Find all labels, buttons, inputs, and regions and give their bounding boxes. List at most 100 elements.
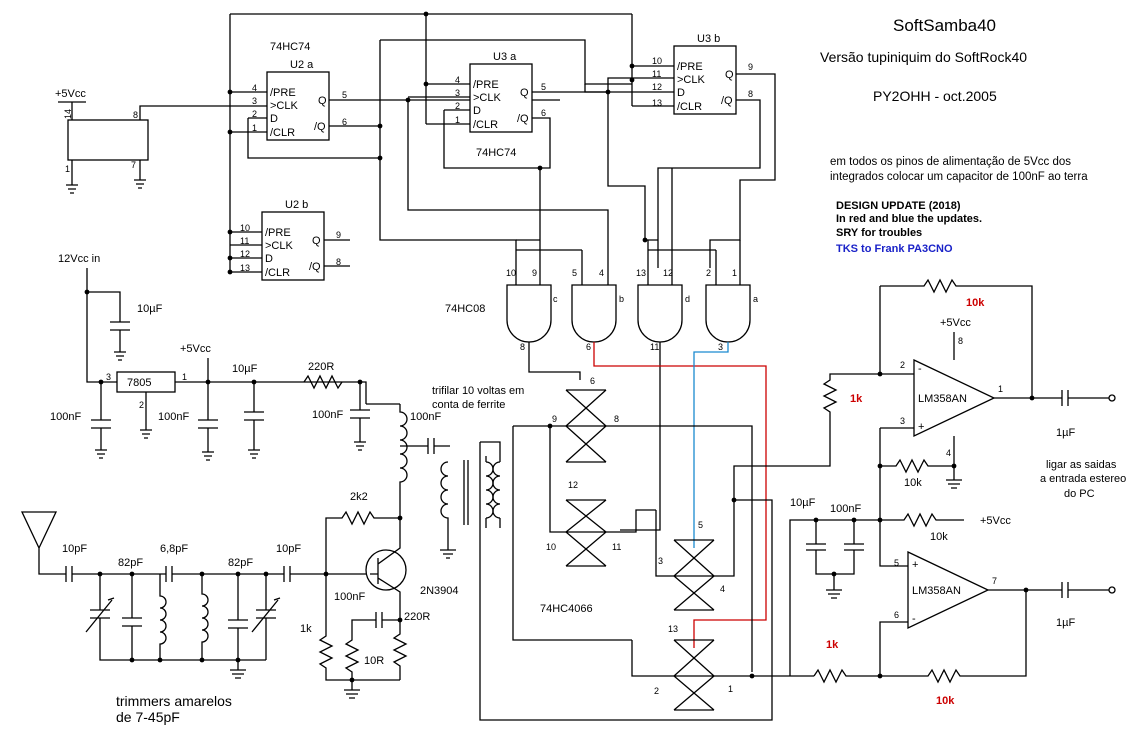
update-blue-wire <box>693 342 729 548</box>
label-ff-pins-q: Q <box>312 235 321 247</box>
design-update-line-2: In red and blue the updates. <box>836 213 982 225</box>
label-labels-r-1k-top: 1k <box>850 393 863 405</box>
label-labels-c-10uf-bias: 10µF <box>790 497 816 509</box>
label-pin-numbers-gb-6: 6 <box>586 342 591 352</box>
label-chips-u3a: U3 a <box>493 51 517 63</box>
trimmers-note-line-1: trimmers amarelos <box>116 693 232 709</box>
label-labels-r-2k2: 2k2 <box>350 491 368 503</box>
label-pin-numbers-op2-6: 6 <box>894 610 899 620</box>
label-pin-numbers-u3a-5: 5 <box>541 82 546 92</box>
label-labels-r-10k-bias: 10k <box>930 531 948 543</box>
label-labels-c-100nf-e: 100nF <box>334 591 365 603</box>
label-chips-opamp-bottom: LM358AN <box>912 585 961 597</box>
label-pin-numbers-op2-7: 7 <box>992 576 997 586</box>
label-ff-pins-d: D <box>270 113 278 125</box>
label-ff-pins-clk: >CLK <box>473 92 501 104</box>
label-pin-numbers-reg-2: 2 <box>139 400 144 410</box>
label-pin-numbers-u3a-1: 1 <box>455 115 460 125</box>
label-labels-r-220r-e: 220R <box>404 611 430 623</box>
label-ff-pins-d: D <box>473 105 481 117</box>
label-pin-numbers-osc-8: 8 <box>133 110 138 120</box>
label-pin-numbers-u3b-11: 11 <box>652 69 661 79</box>
label-pin-numbers-sw4-2: 2 <box>654 686 659 696</box>
svg-text:-: - <box>918 363 922 375</box>
op-amp-section: +5Vcc LM358AN 2 3 8 4 1 - + 10k 1µF 1k 1… <box>789 278 1116 707</box>
label-ff-pins-q: Q <box>725 69 734 81</box>
label-ff-pins-d: D <box>677 87 685 99</box>
label-chips-regulator: 7805 <box>127 377 151 389</box>
label-labels-c-1uf-bot: 1µF <box>1056 617 1075 629</box>
label-ff-pins-q: Q <box>520 87 529 99</box>
label-pin-numbers-sw1-9: 9 <box>552 414 557 424</box>
antenna-icon <box>20 511 66 575</box>
label-pin-numbers-u2b-8: 8 <box>336 257 341 267</box>
label-labels-c-100nf-t: 100nF <box>410 411 441 423</box>
label-pin-numbers-gb-4: 4 <box>599 268 604 278</box>
label-labels-c-10pf-ant: 10pF <box>62 543 87 555</box>
label-pin-numbers-u3a-4: 4 <box>455 75 460 85</box>
label-notes-trifilar-2: conta de ferrite <box>432 399 505 411</box>
label-labels-c-10pf-b: 10pF <box>276 543 301 555</box>
label-pin-numbers-osc-14: 14 <box>63 109 73 119</box>
label-labels-c-10uf-in: 10µF <box>137 303 163 315</box>
label-pin-numbers-u3b-10: 10 <box>652 56 662 66</box>
label-pin-numbers-osc-7: 7 <box>131 160 136 170</box>
label-pin-numbers-gd-12: 12 <box>663 268 673 278</box>
label-pin-numbers-ga-3: 3 <box>718 342 723 352</box>
label-pin-numbers-ga-1: 1 <box>732 268 737 278</box>
label-pin-numbers-osc-1: 1 <box>65 164 70 174</box>
label-pin-numbers-u3a-3: 3 <box>455 88 460 98</box>
label-pin-numbers-op2-5: 5 <box>894 558 899 568</box>
label-pin-numbers-sw2-10: 10 <box>546 542 556 552</box>
and-gates-74hc08: 74HC08 10 9 8 c 5 4 6 b 13 12 11 d 2 1 3… <box>445 168 758 531</box>
label-pin-numbers-gd-13: 13 <box>636 268 646 278</box>
label-pin-numbers-op1-1: 1 <box>998 384 1003 394</box>
label-labels-r-1k-bot: 1k <box>826 639 839 651</box>
label-pin-numbers-gd-name: d <box>685 294 690 304</box>
label-chips-opamp-top: LM358AN <box>918 393 967 405</box>
label-notes-trifilar-1: trifilar 10 voltas em <box>432 385 524 397</box>
label-labels-r-10k-mid: 10k <box>904 477 922 489</box>
label-pin-numbers-u2a-2: 2 <box>252 109 257 119</box>
label-labels-r-1k-b: 1k <box>300 623 312 635</box>
oscillator-module: +5Vcc 14 8 1 7 <box>55 88 267 194</box>
label-pin-numbers-u2b-10: 10 <box>240 223 250 233</box>
label-chips-u2b: U2 b <box>285 199 308 211</box>
label-pin-numbers-sw1-6: 6 <box>590 376 595 386</box>
label-labels-r-10k-top: 10k <box>966 297 985 309</box>
label-labels-vcc-op: +5Vcc <box>940 317 971 329</box>
label-ff-pins-clr: /CLR <box>677 101 702 113</box>
u2a-flip-flop: 74HC74 U2 a /PRE >CLK D /CLR Q /Q 4 3 2 … <box>230 41 560 141</box>
label-pin-numbers-gc-9: 9 <box>532 268 537 278</box>
label-labels-vcc-bias: +5Vcc <box>980 515 1011 527</box>
label-ff-pins-clk: >CLK <box>270 100 298 112</box>
label-pin-numbers-gd-11: 11 <box>650 342 659 352</box>
label-labels-c-82pf-1: 82pF <box>118 557 143 569</box>
trimmers-note-line-2: de 7-45pF <box>116 709 180 725</box>
label-pin-numbers-u3b-12: 12 <box>652 82 662 92</box>
label-pin-numbers-op1-8: 8 <box>958 336 963 346</box>
label-ff-pins-nq: /Q <box>314 121 326 133</box>
label-labels-c-1uf-top: 1µF <box>1056 427 1075 439</box>
label-pin-numbers-u2a-3: 3 <box>252 96 257 106</box>
vcc-osc-label: +5Vcc <box>55 88 86 100</box>
output-note-line-2: a entrada estereo <box>1040 473 1126 485</box>
label-pin-numbers-sw2-11: 11 <box>612 542 621 552</box>
u3a-flip-flop: U3 a 74HC74 /PRE >CLK D /CLR Q /Q 4 3 2 … <box>227 11 632 275</box>
label-chips-u3b: U3 b <box>697 33 720 45</box>
label-pin-numbers-u2b-11: 11 <box>240 236 249 246</box>
u2b-flip-flop: U2 b /PRE >CLK D /CLR Q /Q 10 11 12 13 9… <box>229 14 380 281</box>
label-labels-vcc-reg: +5Vcc <box>180 343 211 355</box>
label-ff-pins-clk: >CLK <box>265 240 293 252</box>
power-supply: 12Vcc in 10µF 7805 3 1 2 100nF +5Vcc 100… <box>50 253 370 461</box>
label-labels-c-100nf-bias: 100nF <box>830 503 861 515</box>
output-note-line-3: do PC <box>1064 488 1095 500</box>
label-pin-numbers-reg-3: 3 <box>106 372 111 382</box>
design-update-line-3: SRY for troubles <box>836 227 922 239</box>
label-pin-numbers-sw2-12: 12 <box>568 480 578 490</box>
label-chips-switch-part: 74HC4066 <box>540 603 593 615</box>
label-pin-numbers-sw4-1: 1 <box>728 684 733 694</box>
power-note-line-2: integrados colocar um capacitor de 100nF… <box>830 171 1088 183</box>
label-pin-numbers-u2a-6: 6 <box>342 117 347 127</box>
design-update-thanks: TKS to Frank PA3CNO <box>836 243 953 255</box>
